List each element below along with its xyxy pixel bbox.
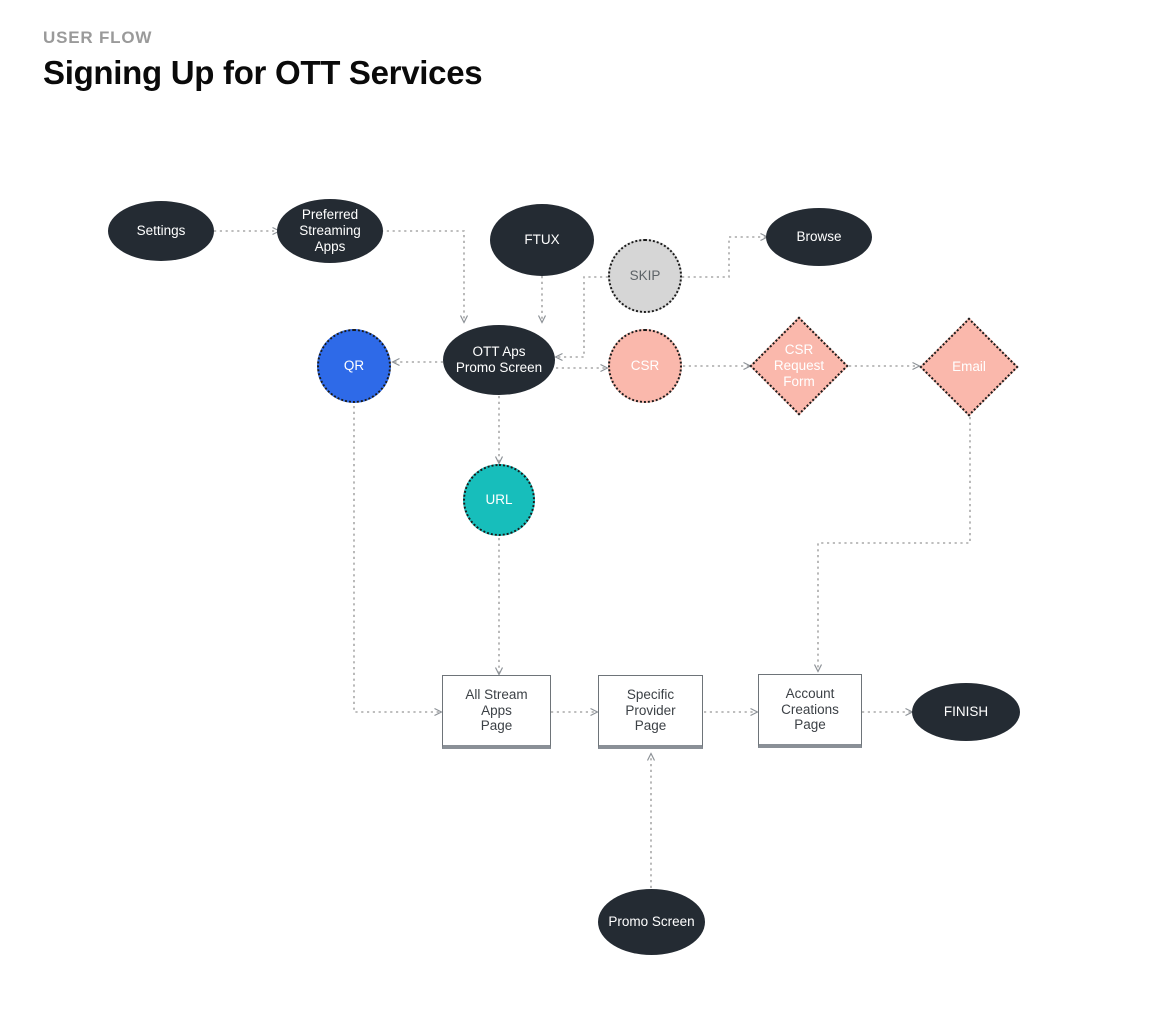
node-specific-provider-page[interactable]: Specific Provider Page: [598, 675, 703, 749]
node-all-stream-apps-page-label: All Stream Apps Page: [465, 686, 528, 734]
node-ftux[interactable]: FTUX: [490, 204, 594, 276]
page-title: Signing Up for OTT Services: [43, 54, 483, 92]
edge-qr-allstream: [353, 406, 441, 712]
node-csr-request-form-label: CSR Request Form: [773, 342, 825, 389]
node-preferred-streaming-apps-label: Preferred Streaming Apps: [299, 207, 361, 254]
edge-skip-browse: [682, 237, 767, 278]
node-specific-provider-page-label: Specific Provider Page: [625, 686, 676, 734]
node-preferred-streaming-apps[interactable]: Preferred Streaming Apps: [277, 199, 383, 263]
node-qr-label: QR: [343, 358, 365, 374]
node-qr[interactable]: QR: [317, 329, 391, 403]
node-account-creations-page[interactable]: Account Creations Page: [758, 674, 862, 748]
node-account-creations-page-label: Account Creations Page: [781, 685, 839, 733]
node-csr[interactable]: CSR: [608, 329, 682, 403]
node-settings-label: Settings: [136, 223, 186, 239]
edge-preferred-ottpromo: [381, 230, 464, 322]
node-skip-label: SKIP: [629, 268, 661, 284]
node-browse-label: Browse: [796, 229, 842, 245]
node-promo-screen[interactable]: Promo Screen: [598, 889, 705, 955]
node-skip[interactable]: SKIP: [608, 239, 682, 313]
edge-skip-ottpromo: [556, 276, 608, 357]
node-email[interactable]: Email: [919, 317, 1019, 417]
node-url-label: URL: [485, 492, 513, 508]
node-ftux-label: FTUX: [524, 232, 560, 248]
node-ott-aps-promo-screen[interactable]: OTT Aps Promo Screen: [443, 325, 555, 395]
edge-email-account: [818, 417, 971, 671]
eyebrow-label: USER FLOW: [43, 28, 153, 47]
node-url[interactable]: URL: [463, 464, 535, 536]
node-csr-label: CSR: [630, 358, 660, 374]
page-header: USER FLOW Signing Up for OTT Services: [43, 28, 483, 92]
node-email-label: Email: [952, 359, 986, 375]
node-settings[interactable]: Settings: [108, 201, 214, 261]
node-promo-screen-label: Promo Screen: [608, 914, 695, 930]
node-csr-request-form[interactable]: CSR Request Form: [749, 316, 849, 416]
node-all-stream-apps-page[interactable]: All Stream Apps Page: [442, 675, 551, 749]
node-ott-aps-promo-screen-label: OTT Aps Promo Screen: [455, 344, 543, 375]
node-finish-label: FINISH: [943, 704, 989, 720]
node-browse[interactable]: Browse: [766, 208, 872, 266]
node-finish[interactable]: FINISH: [912, 683, 1020, 741]
